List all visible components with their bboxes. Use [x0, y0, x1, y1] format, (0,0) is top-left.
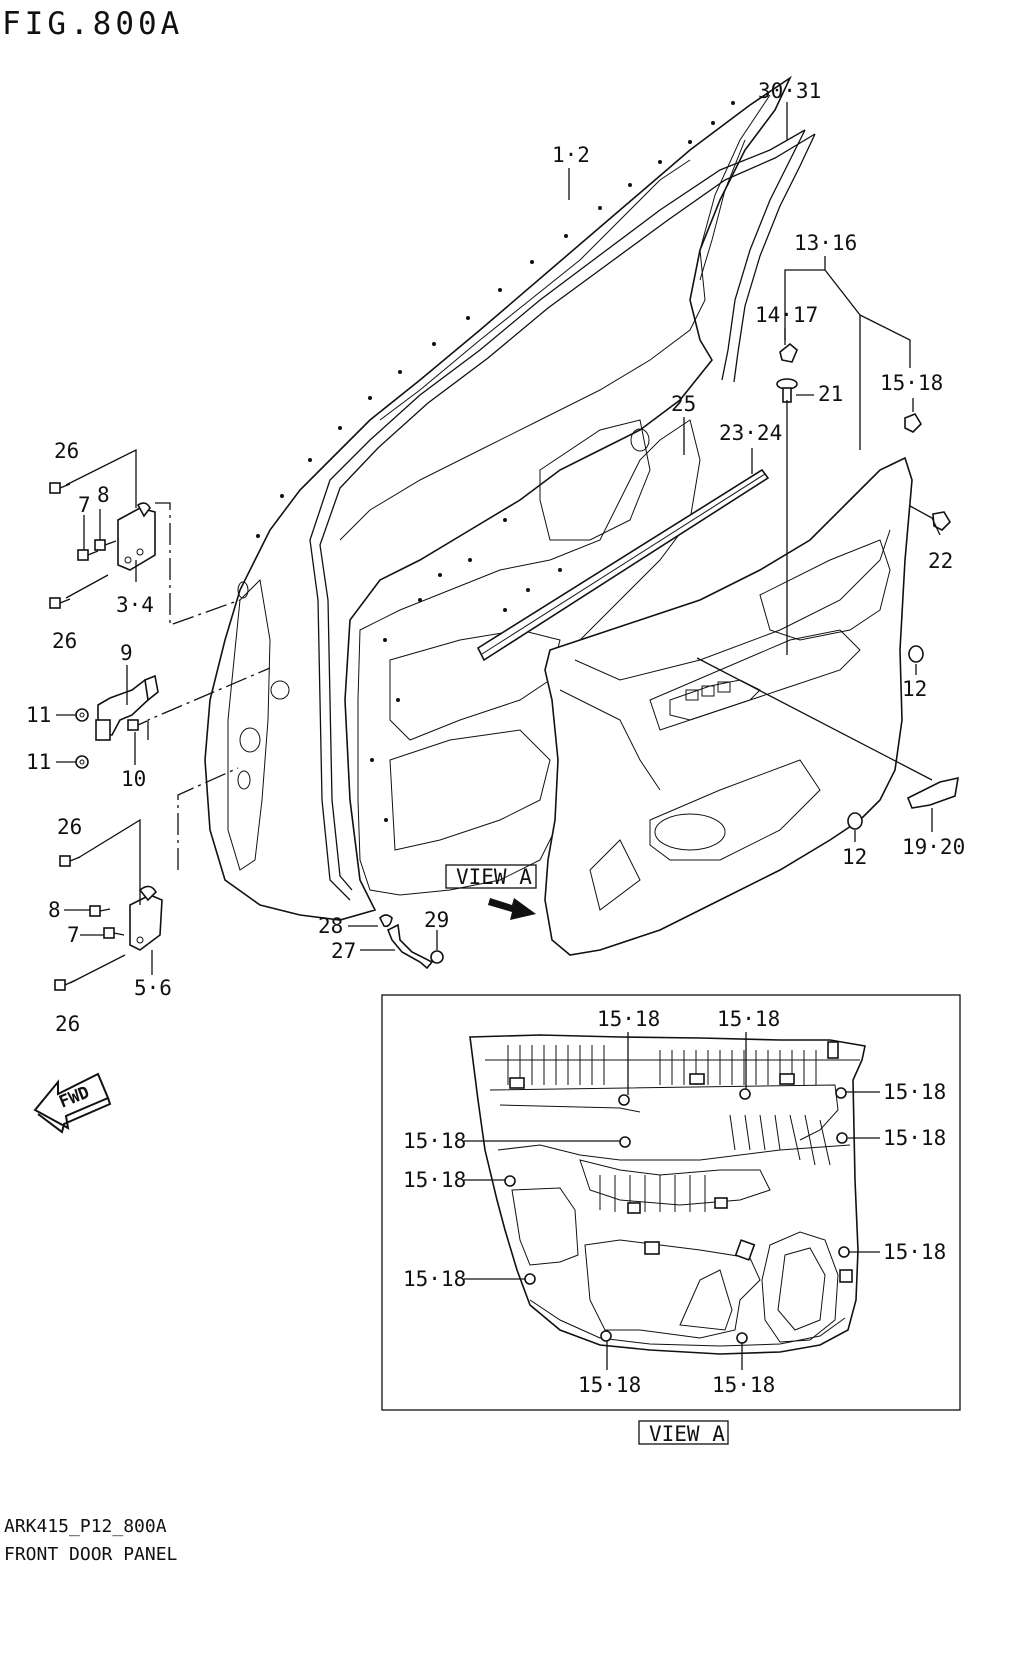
callout-22: 22 — [928, 549, 953, 573]
callout-19-20: 19·20 — [902, 835, 965, 859]
view-a-callout-6: 15·18 — [403, 1168, 466, 1192]
door-weatherstrip — [309, 129, 816, 901]
belt-moulding — [476, 468, 770, 662]
callout-8-a: 8 — [97, 483, 110, 507]
callout-27: 27 — [331, 939, 356, 963]
callout-11-a: 11 — [26, 703, 51, 727]
view-a-callout-9: 15·18 — [578, 1373, 641, 1397]
view-a-callout-7: 15·18 — [883, 1240, 946, 1264]
view-a-arrow-icon — [488, 898, 536, 920]
view-a-callout-3: 15·18 — [883, 1080, 946, 1104]
callout-1-2: 1·2 — [552, 143, 590, 167]
view-a-callout-8: 15·18 — [403, 1267, 466, 1291]
figure-caption: FRONT DOOR PANEL — [4, 1544, 178, 1565]
callout-26-d: 26 — [55, 1012, 80, 1036]
view-a-label: VIEW A — [456, 865, 532, 889]
view-a-callout-2: 15·18 — [717, 1007, 780, 1031]
bolt-10-icon — [127, 719, 148, 731]
view-a-callout-1: 15·18 — [597, 1007, 660, 1031]
clip-22-icon — [932, 511, 952, 531]
screw-21-icon — [776, 378, 798, 403]
view-a-callout-5: 15·18 — [883, 1126, 946, 1150]
door-shell — [204, 75, 792, 921]
clip-15-18-top-icon — [904, 413, 923, 433]
callout-29: 29 — [424, 908, 449, 932]
callout-10: 10 — [121, 767, 146, 791]
view-a-callout-10: 15·18 — [712, 1373, 775, 1397]
lower-hinge-5-6 — [129, 885, 163, 951]
view-a-callout-4: 15·18 — [403, 1129, 466, 1153]
bolt-8-a-icon — [94, 539, 117, 551]
callout-28: 28 — [318, 914, 343, 938]
bolt-26-a-icon — [49, 482, 71, 494]
callout-11-b: 11 — [26, 750, 51, 774]
callout-3-4: 3·4 — [116, 593, 154, 617]
callout-25: 25 — [671, 392, 696, 416]
bolt-26-b-icon — [49, 597, 71, 609]
callout-13-16: 13·16 — [794, 231, 857, 255]
upper-hinge-3-4 — [117, 502, 156, 571]
callout-12-a: 12 — [902, 677, 927, 701]
bracket-27-icon — [379, 914, 444, 970]
view-a-frame — [381, 994, 961, 1411]
callout-5-6: 5·6 — [134, 976, 172, 1000]
view-a-clips — [504, 1087, 850, 1344]
center-lines — [147, 502, 271, 870]
fwd-arrow-icon: FWD — [33, 1072, 112, 1134]
view-a-caption: VIEW A — [649, 1422, 725, 1446]
nut-11-a-icon — [75, 708, 89, 722]
trim-bracket-19-20-icon — [906, 776, 959, 809]
callout-26-c: 26 — [57, 815, 82, 839]
view-a-caption-box — [638, 1420, 729, 1445]
bolt-26-c-icon — [59, 855, 81, 867]
callout-21: 21 — [818, 382, 843, 406]
callout-7-a: 7 — [78, 493, 91, 517]
bolt-7-b-icon — [103, 927, 125, 939]
callout-30-31: 30·31 — [758, 79, 821, 103]
callout-26-b: 26 — [52, 629, 77, 653]
view-a-hatching — [507, 1045, 831, 1212]
callout-15-18-top: 15·18 — [880, 371, 943, 395]
bolt-7-a-icon — [77, 549, 99, 561]
callout-26-a: 26 — [54, 439, 79, 463]
bolt-8-b-icon — [89, 905, 111, 917]
cap-12-b-icon — [847, 812, 863, 830]
clip-14-17-icon — [779, 342, 798, 363]
leader-lines — [56, 102, 941, 984]
callout-23-24: 23·24 — [719, 421, 782, 445]
view-a-marker: VIEW A — [445, 864, 537, 920]
figure-title: FIG.800A — [2, 6, 183, 42]
cap-12-a-icon — [908, 645, 924, 663]
door-trim-panel — [544, 456, 913, 956]
callout-7-b: 7 — [67, 923, 80, 947]
door-rivet-dots — [256, 101, 735, 822]
view-a-detail — [381, 994, 961, 1411]
nut-11-b-icon — [75, 755, 89, 769]
door-check-9 — [95, 674, 159, 741]
callout-8-b: 8 — [48, 898, 61, 922]
callout-12-b: 12 — [842, 845, 867, 869]
drawing-code: ARK415_P12_800A — [4, 1516, 167, 1537]
callout-9: 9 — [120, 641, 133, 665]
callout-14-17: 14·17 — [755, 303, 818, 327]
